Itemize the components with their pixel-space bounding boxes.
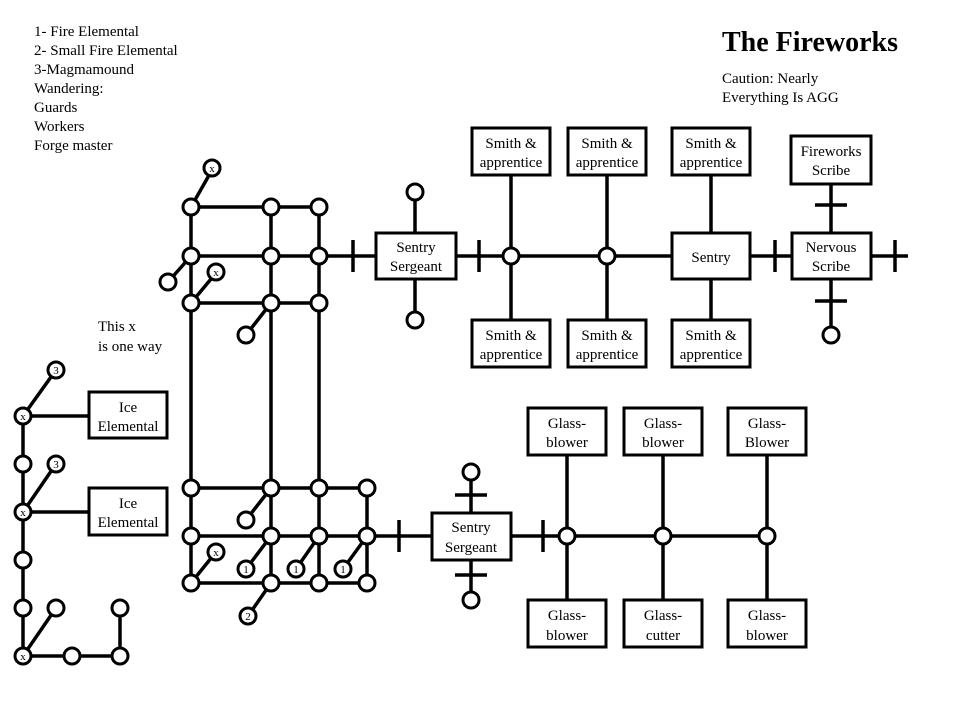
svg-text:1: 1: [293, 564, 299, 576]
svg-text:Elemental: Elemental: [98, 419, 159, 435]
room-ice-elemental-2: Ice Elemental: [87, 486, 169, 537]
svg-text:Sentry: Sentry: [691, 250, 731, 266]
room-glass-top-1: Glass- blower: [526, 406, 608, 457]
svg-text:Blower: Blower: [745, 435, 789, 451]
room-sentry-sergeant-top: Sentry Sergeant: [374, 231, 458, 281]
svg-text:x: x: [213, 547, 219, 559]
room-smith-top-1: Smith & apprentice: [470, 126, 552, 177]
svg-text:x: x: [213, 267, 219, 279]
svg-text:apprentice: apprentice: [480, 347, 543, 363]
svg-text:Glass-: Glass-: [644, 416, 682, 432]
room-glass-bottom-3: Glass- blower: [726, 598, 808, 649]
magmamound-node: 3: [46, 360, 66, 380]
svg-text:Sergeant: Sergeant: [390, 259, 443, 275]
room-smith-top-3: Smith & apprentice: [670, 126, 752, 177]
svg-text:1: 1: [340, 564, 346, 576]
room-glass-top-3: Glass- Blower: [726, 406, 808, 457]
svg-text:apprentice: apprentice: [680, 155, 743, 171]
room-glass-bottom-1: Glass- blower: [526, 598, 608, 649]
one-way-x-node: x: [13, 502, 33, 522]
svg-text:Smith &: Smith &: [485, 328, 537, 344]
svg-text:Scribe: Scribe: [812, 259, 851, 275]
room-sentry-sergeant-bottom: Sentry Sergeant: [430, 511, 513, 562]
fire-elemental-node: 1: [333, 559, 353, 579]
svg-text:Elemental: Elemental: [98, 515, 159, 531]
legend-line-3: 3-Magmamound: [34, 62, 134, 78]
svg-text:apprentice: apprentice: [576, 347, 639, 363]
caution-line-1: Caution: Nearly: [722, 71, 819, 87]
room-glass-top-2: Glass- blower: [622, 406, 704, 457]
svg-text:Smith &: Smith &: [685, 328, 737, 344]
svg-text:Sentry: Sentry: [451, 520, 491, 536]
svg-text:1: 1: [243, 564, 249, 576]
room-smith-bottom-3: Smith & apprentice: [670, 318, 752, 369]
svg-text:x: x: [20, 651, 26, 663]
magmamound-node: 3: [46, 454, 66, 474]
svg-text:x: x: [20, 411, 26, 423]
room-glass-bottom-2: Glass- cutter: [622, 598, 704, 649]
svg-text:Scribe: Scribe: [812, 163, 851, 179]
svg-text:apprentice: apprentice: [480, 155, 543, 171]
corridor-nodes: [13, 182, 841, 666]
room-nervous-scribe: Nervous Scribe: [790, 231, 873, 281]
svg-text:apprentice: apprentice: [576, 155, 639, 171]
door-ticks: [351, 203, 897, 577]
svg-text:Ice: Ice: [119, 496, 138, 512]
svg-text:Sergeant: Sergeant: [445, 540, 498, 556]
svg-text:apprentice: apprentice: [680, 347, 743, 363]
legend-line-4: Wandering:: [34, 81, 104, 97]
svg-text:Glass-: Glass-: [644, 608, 682, 624]
svg-text:3: 3: [53, 365, 59, 377]
svg-text:Ice: Ice: [119, 400, 138, 416]
map-title: The Fireworks: [722, 27, 898, 58]
fire-elemental-node: 1: [286, 559, 306, 579]
legend-line-2: 2- Small Fire Elemental: [34, 43, 178, 59]
legend-line-6: Workers: [34, 119, 85, 135]
one-way-x-node: x: [206, 542, 226, 562]
one-way-x-node: x: [13, 646, 33, 666]
legend: 1- Fire Elemental 2- Small Fire Elementa…: [34, 24, 178, 154]
fire-elemental-node: 1: [236, 559, 256, 579]
one-way-note-line-1: This x: [98, 319, 136, 335]
svg-text:blower: blower: [546, 435, 588, 451]
room-ice-elemental-1: Ice Elemental: [87, 390, 169, 440]
one-way-x-node: x: [206, 262, 226, 282]
svg-text:Sentry: Sentry: [396, 240, 436, 256]
marked-nodes: x x x 1 1 1 2 3: [13, 158, 353, 666]
svg-text:blower: blower: [746, 628, 788, 644]
room-sentry: Sentry: [670, 231, 752, 281]
small-fire-elemental-node: 2: [238, 606, 258, 626]
room-fireworks-scribe: Fireworks Scribe: [789, 134, 873, 186]
one-way-x-node: x: [13, 406, 33, 426]
one-way-note-line-2: is one way: [98, 339, 163, 355]
room-smith-top-2: Smith & apprentice: [566, 126, 648, 177]
one-way-x-node: x: [202, 158, 222, 178]
svg-text:x: x: [20, 507, 26, 519]
svg-text:Glass-: Glass-: [548, 416, 586, 432]
svg-text:3: 3: [53, 459, 59, 471]
room-smith-bottom-2: Smith & apprentice: [566, 318, 648, 369]
svg-text:2: 2: [245, 611, 251, 623]
caution-line-2: Everything Is AGG: [722, 90, 839, 106]
svg-text:Smith &: Smith &: [581, 136, 633, 152]
legend-line-1: 1- Fire Elemental: [34, 24, 139, 40]
svg-text:Fireworks: Fireworks: [801, 144, 862, 160]
svg-text:Smith &: Smith &: [685, 136, 737, 152]
legend-line-7: Forge master: [34, 138, 112, 154]
svg-text:Glass-: Glass-: [748, 416, 786, 432]
svg-text:Glass-: Glass-: [748, 608, 786, 624]
svg-text:Smith &: Smith &: [581, 328, 633, 344]
svg-text:cutter: cutter: [646, 628, 680, 644]
svg-text:x: x: [209, 163, 215, 175]
svg-text:blower: blower: [642, 435, 684, 451]
svg-text:Glass-: Glass-: [548, 608, 586, 624]
svg-text:Smith &: Smith &: [485, 136, 537, 152]
legend-line-5: Guards: [34, 100, 77, 116]
svg-text:blower: blower: [546, 628, 588, 644]
svg-text:Nervous: Nervous: [806, 240, 857, 256]
room-smith-bottom-1: Smith & apprentice: [470, 318, 552, 369]
